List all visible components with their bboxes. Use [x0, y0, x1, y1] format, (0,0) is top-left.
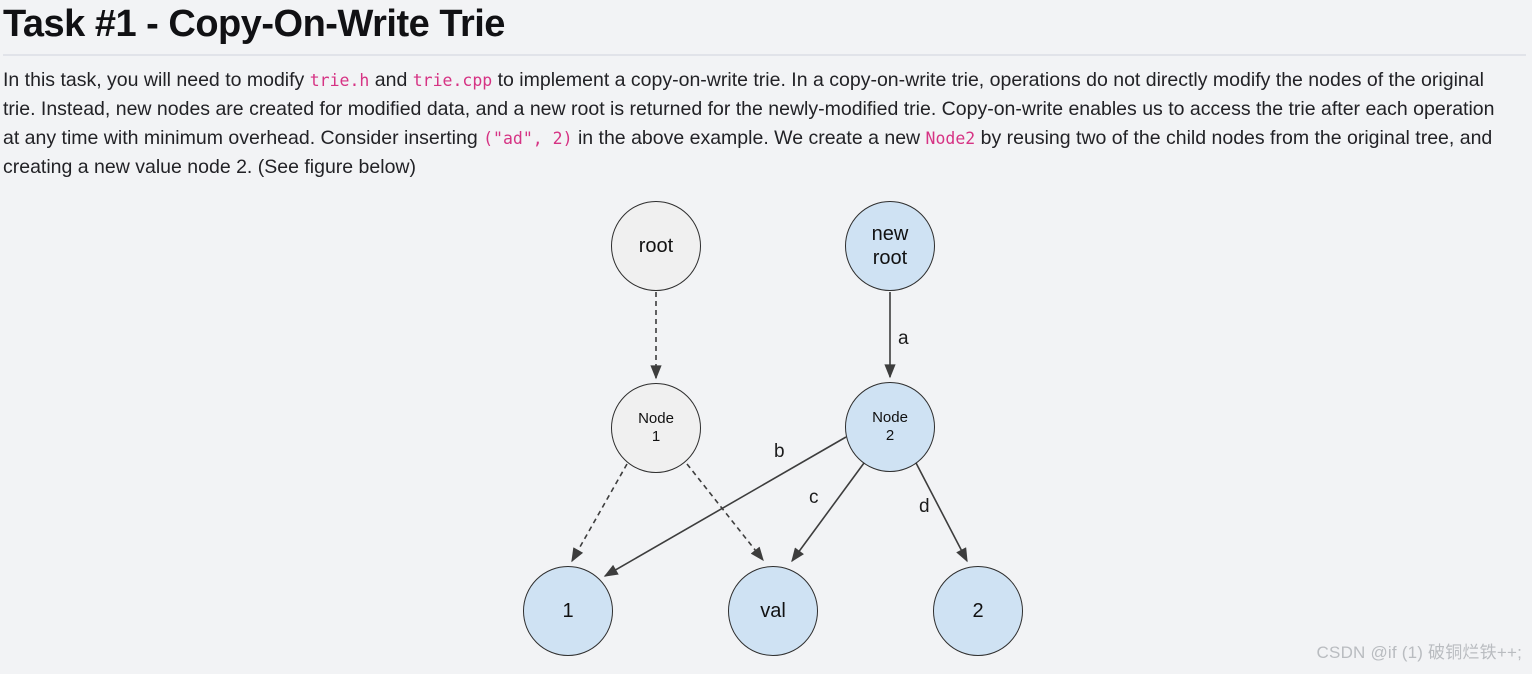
page-title: Task #1 - Copy-On-Write Trie — [3, 3, 505, 45]
node-value2: 2 — [933, 565, 1023, 656]
node-root: root — [611, 200, 701, 291]
node-val: val — [728, 565, 818, 656]
text-run: in the above example. We create a new — [572, 126, 926, 149]
inline-code-trie-cpp: trie.cpp — [412, 70, 493, 90]
node-node1: Node 1 — [611, 382, 701, 473]
edge-node1-to-val — [686, 463, 764, 561]
edge-layer: a b c d — [571, 291, 968, 577]
text-run: by reusing two of the child nodes from t… — [3, 126, 1493, 178]
node-label: Node 2 — [872, 408, 908, 444]
text-run: In this task, you will need to modify — [3, 68, 310, 91]
inline-code-node2: Node2 — [925, 128, 976, 148]
node-value1: 1 — [523, 565, 613, 656]
node-label: new root — [871, 222, 909, 269]
text-run: to implement a copy-on-write trie. In a … — [3, 68, 1495, 149]
node-label: 1 — [562, 599, 574, 622]
edge-node2-to-val — [791, 462, 865, 563]
node-label: val — [760, 599, 786, 622]
edge-label-d: d — [919, 496, 930, 517]
edge-node2-to-value1 — [603, 436, 847, 577]
node-label: 2 — [972, 599, 984, 622]
edge-label-a: a — [898, 328, 909, 349]
node-new-root: new root — [845, 200, 935, 291]
title-divider — [3, 53, 1526, 56]
trie-figure: a b c d root new root Node 1 Node 2 1 va… — [3, 194, 1532, 674]
edge-label-b: b — [774, 441, 785, 462]
csdn-watermark: CSDN @if (1) 破铜烂铁++; — [1316, 643, 1522, 662]
inline-code-insert-pair: ("ad", 2) — [483, 128, 573, 148]
edge-node2-to-value2 — [914, 460, 968, 563]
edge-node1-to-value1 — [571, 463, 628, 563]
node-label: Node 1 — [638, 409, 674, 445]
text-run: and — [369, 68, 413, 91]
node-node2: Node 2 — [845, 381, 935, 472]
inline-code-trie-h: trie.h — [309, 70, 370, 90]
node-label: root — [638, 234, 674, 257]
edge-label-c: c — [809, 487, 819, 508]
intro-paragraph: In this task, you will need to modify tr… — [3, 66, 1515, 182]
